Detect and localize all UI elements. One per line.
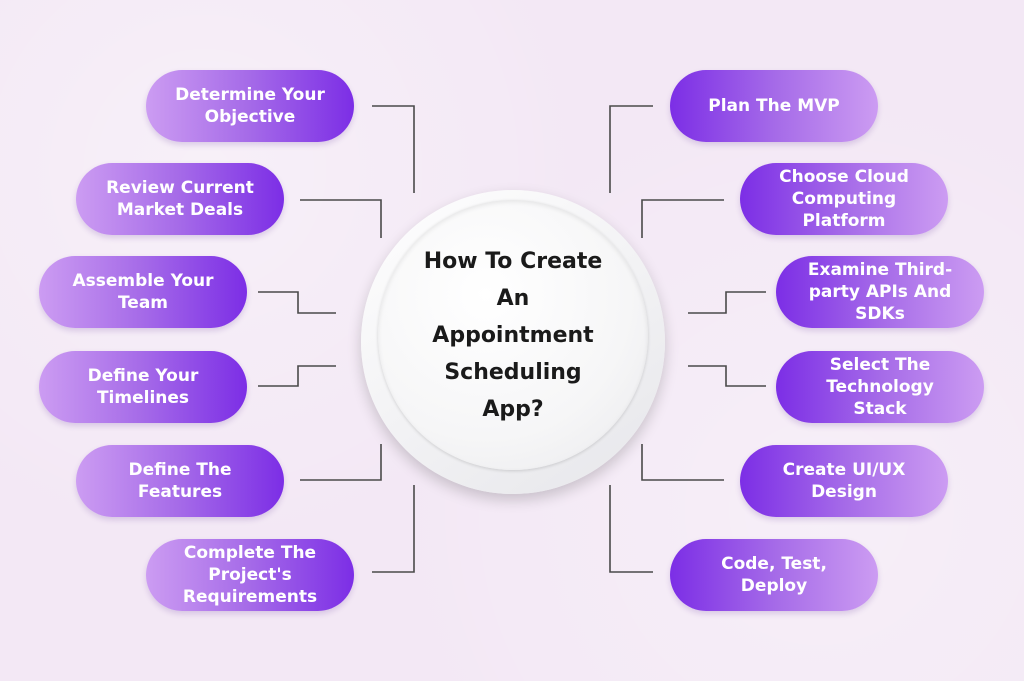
step-examine-apis-sdks: Examine Third- party APIs And SDKs: [776, 256, 984, 328]
step-label: Examine Third- party APIs And SDKs: [807, 260, 953, 324]
connector-right-3: [688, 291, 766, 314]
connector-right-2: [641, 199, 724, 238]
step-choose-cloud-platform: Choose Cloud Computing Platform: [740, 163, 948, 235]
center-title: How To Create An Appointment Scheduling …: [423, 248, 603, 422]
step-label: Determine Your Objective: [175, 85, 325, 127]
step-label: Create UI/UX Design: [782, 460, 906, 502]
step-label: Complete The Project's Requirements: [182, 543, 318, 607]
step-select-tech-stack: Select The Technology Stack: [776, 351, 984, 423]
step-create-ui-ux: Create UI/UX Design: [740, 445, 948, 517]
connector-right-6: [609, 485, 653, 573]
connector-right-1: [609, 105, 653, 193]
step-label: Define Your Timelines: [87, 366, 199, 408]
connector-right-4: [688, 365, 766, 387]
connector-left-2: [300, 199, 382, 238]
step-label: Choose Cloud Computing Platform: [779, 167, 909, 231]
connector-left-5: [300, 444, 382, 481]
step-label: Define The Features: [128, 460, 232, 502]
connector-left-6: [372, 485, 415, 573]
center-circle: How To Create An Appointment Scheduling …: [378, 200, 648, 470]
step-assemble-team: Assemble Your Team: [39, 256, 247, 328]
step-review-market-deals: Review Current Market Deals: [76, 163, 284, 235]
connector-right-5: [641, 444, 724, 481]
step-label: Select The Technology Stack: [826, 355, 934, 419]
step-label: Assemble Your Team: [72, 271, 214, 313]
connector-left-1: [372, 105, 415, 193]
step-define-features: Define The Features: [76, 445, 284, 517]
connector-left-4: [258, 365, 336, 387]
step-plan-mvp: Plan The MVP: [670, 70, 878, 142]
step-label: Plan The MVP: [708, 96, 840, 116]
step-determine-objective: Determine Your Objective: [146, 70, 354, 142]
step-define-timelines: Define Your Timelines: [39, 351, 247, 423]
step-complete-requirements: Complete The Project's Requirements: [146, 539, 354, 611]
step-label: Code, Test, Deploy: [721, 554, 827, 596]
connector-left-3: [258, 291, 336, 314]
step-code-test-deploy: Code, Test, Deploy: [670, 539, 878, 611]
step-label: Review Current Market Deals: [106, 178, 254, 220]
